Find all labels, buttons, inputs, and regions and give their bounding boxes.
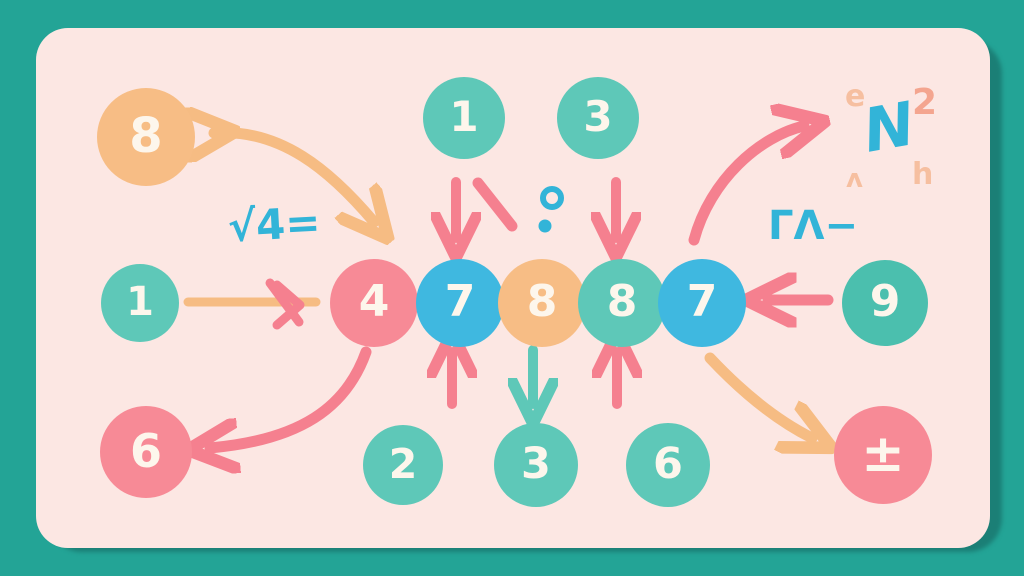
anno-e-text: e: [845, 79, 866, 114]
node-label: 8: [606, 276, 638, 327]
node-mid-7b[interactable]: 7: [658, 259, 746, 347]
node-mid-9[interactable]: 9: [842, 260, 928, 346]
node-label: 1: [449, 92, 479, 141]
anno-superscript-2: 2: [912, 82, 938, 123]
node-bot-6[interactable]: 6: [100, 406, 192, 498]
anno-caret-icon: ʌ: [846, 164, 863, 194]
node-label: 4: [358, 276, 390, 327]
node-label: 8: [526, 276, 558, 327]
node-label: 6: [653, 438, 683, 489]
node-label: 6: [129, 424, 162, 478]
edge-curve-to-6: [210, 346, 372, 448]
edge-curve-up-right: [688, 126, 804, 246]
node-bot-2[interactable]: 2: [363, 425, 443, 505]
node-mid-7a[interactable]: 7: [416, 259, 504, 347]
node-mid-8a[interactable]: 8: [498, 259, 586, 347]
node-top-1[interactable]: 1: [423, 77, 505, 159]
node-mid-1[interactable]: 1: [101, 264, 179, 342]
anno-n-text: N: [858, 89, 920, 167]
anno-gamma-lambda-minus: ΓΛ−: [768, 203, 858, 249]
node-label: 3: [583, 92, 613, 141]
node-mid-4[interactable]: 4: [330, 259, 418, 347]
node-label: 9: [869, 276, 901, 327]
node-top-3[interactable]: 3: [557, 77, 639, 159]
node-top-8[interactable]: 8: [97, 88, 195, 186]
node-label: 3: [521, 438, 551, 489]
node-bot-plusminus[interactable]: ±: [834, 406, 932, 504]
node-bot-3[interactable]: 3: [494, 423, 578, 507]
node-label: 2: [388, 439, 418, 488]
node-label: ±: [861, 424, 905, 484]
edge-8-curve-double: [214, 133, 374, 222]
node-label: 7: [686, 276, 718, 327]
mark-colon: [538, 186, 564, 233]
edge-1-to-4: [183, 278, 321, 330]
node-bot-6b[interactable]: 6: [626, 423, 710, 507]
anno-sqrt-4-equals: √4=: [226, 197, 322, 252]
edge-curve-to-pm: [704, 352, 812, 438]
anno-h-text: h: [912, 157, 934, 192]
node-mid-8b[interactable]: 8: [578, 259, 666, 347]
node-label: 7: [444, 276, 476, 327]
mark-slash: [472, 177, 518, 232]
node-label: 1: [126, 279, 154, 325]
node-label: 8: [129, 108, 163, 164]
